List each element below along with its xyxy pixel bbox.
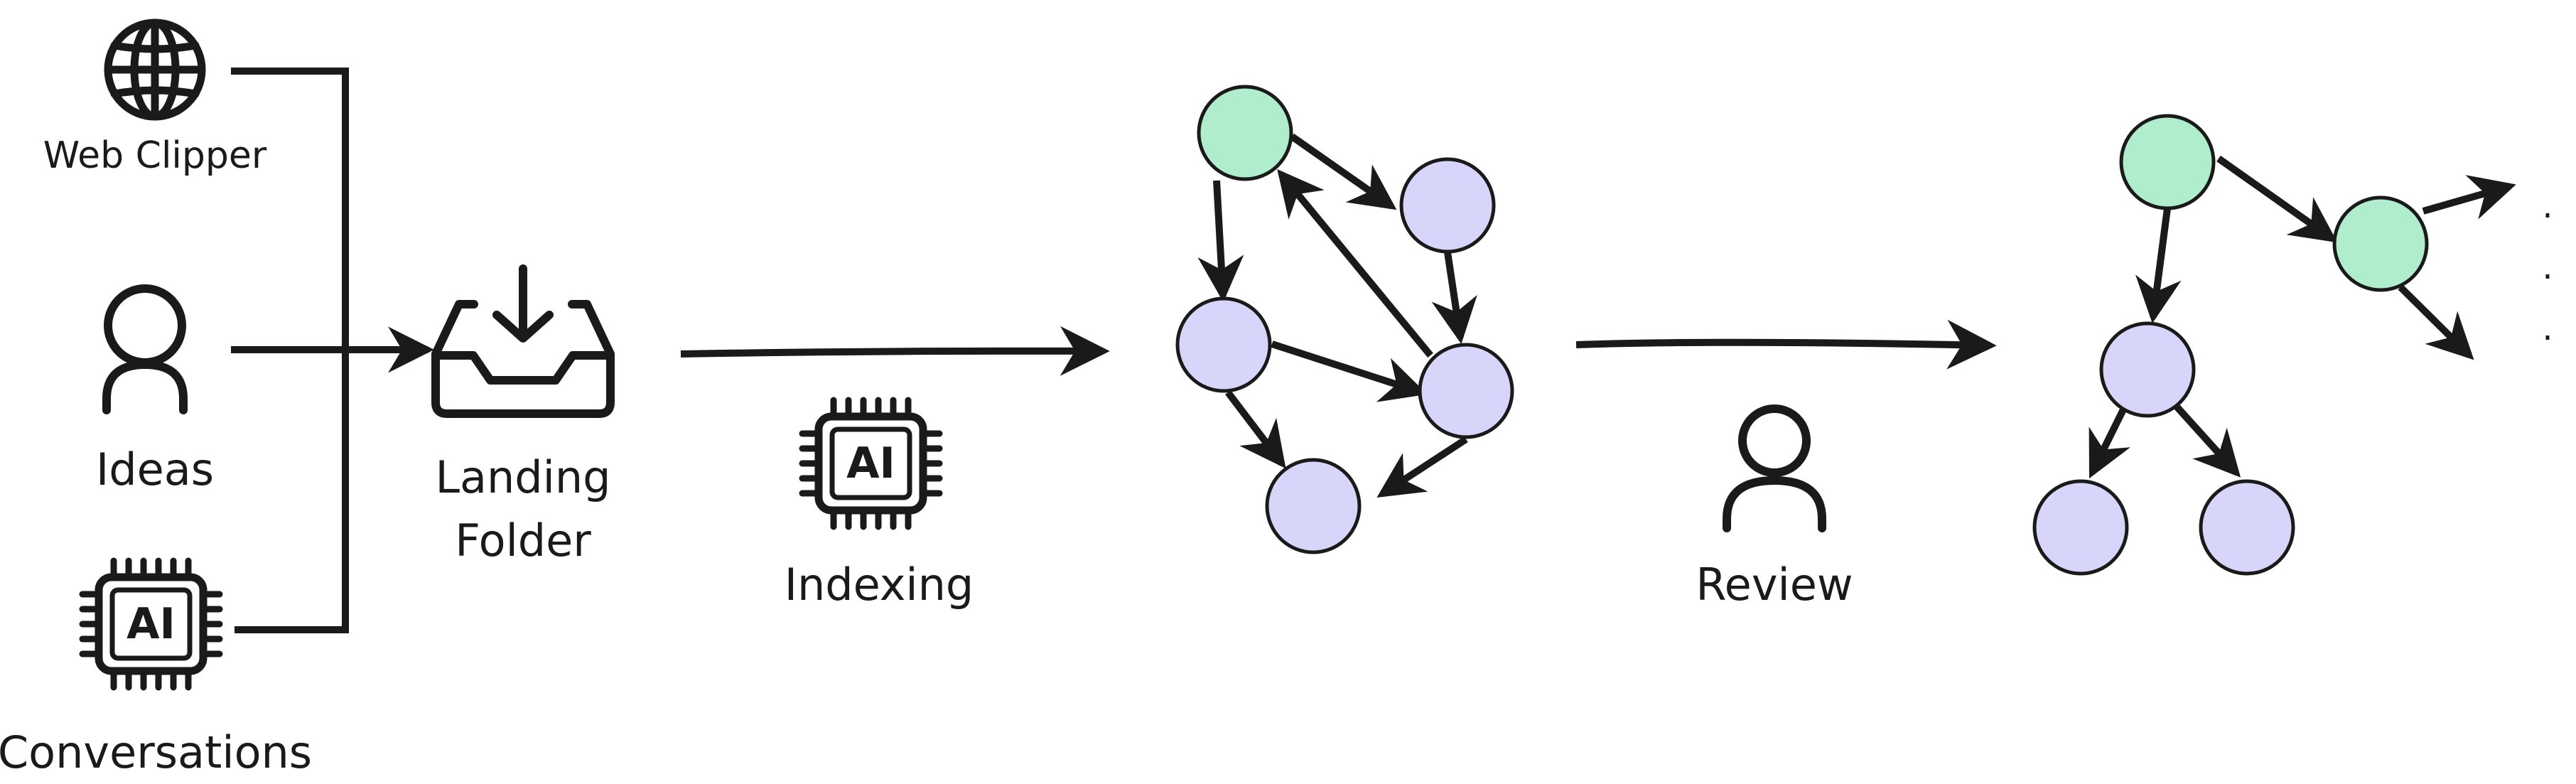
ideas-label: Ideas: [96, 444, 214, 495]
graph-edge: [1431, 252, 1477, 344]
graph-edge: [1225, 390, 1286, 469]
indexing-label: Indexing: [785, 559, 974, 611]
branch-node: [2332, 195, 2429, 292]
ai-chip-label: AI: [126, 599, 176, 649]
globe-icon: [104, 18, 206, 121]
conversations-connector: [235, 350, 349, 633]
graph-node: [1175, 296, 1272, 393]
graph-edge: [1376, 436, 1468, 498]
tree-node: [2032, 479, 2129, 576]
review-label: Review: [1696, 559, 1853, 611]
inbox-tray-icon: [431, 264, 615, 418]
graph-node: [1265, 458, 1362, 554]
root-node: [1197, 85, 1293, 181]
continuation-dot: .: [2542, 186, 2553, 226]
web-clipper-connector: [231, 68, 349, 350]
graph-node: [1418, 343, 1514, 439]
continuation-dot: .: [2542, 308, 2553, 348]
indexed-graph: [1175, 85, 1514, 554]
graph-edge: [1271, 340, 1428, 402]
ai-chip-icon: AI: [799, 397, 943, 530]
ai-chip-icon: AI: [79, 557, 223, 691]
web-clipper-label: Web Clipper: [43, 134, 267, 177]
indexing-arrow: [680, 326, 1110, 376]
conversations-label: Conversations: [0, 726, 312, 778]
tree-node: [2099, 321, 2196, 418]
review-arrow: [1575, 319, 1997, 370]
person-icon: [102, 284, 188, 414]
landing-folder-label-line2: Folder: [455, 515, 591, 566]
tree-edge: [2216, 155, 2338, 243]
tree-edge: [2174, 404, 2241, 478]
graph-node: [1399, 157, 1496, 254]
graph-edge: [1277, 168, 1433, 358]
continuation-dot: .: [2542, 247, 2553, 287]
reviewed-tree: . . .: [2032, 114, 2553, 576]
graph-edge: [1290, 133, 1397, 210]
continuation-ellipsis: . . .: [2542, 186, 2553, 348]
person-icon: [1723, 404, 1826, 532]
tree-edge: [2422, 175, 2516, 220]
tree-edge: [2135, 208, 2182, 324]
tree-edge: [2398, 284, 2474, 360]
tree-edge: [2089, 404, 2130, 479]
source-merge-connectors: [231, 68, 435, 633]
graph-edge: [1197, 180, 1244, 303]
landing-folder-label-line1: Landing: [435, 451, 610, 503]
root-node: [2119, 114, 2216, 210]
tree-node: [2199, 479, 2295, 576]
ai-chip-label: AI: [846, 439, 895, 488]
